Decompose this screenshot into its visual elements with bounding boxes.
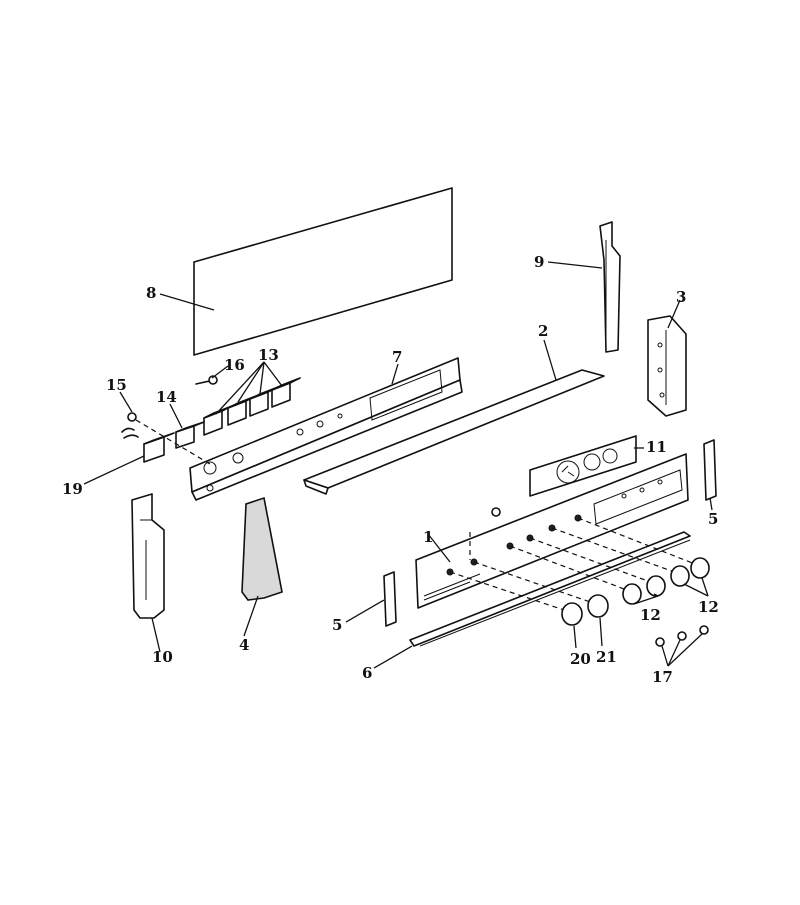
part-4-insulation <box>241 496 283 601</box>
callout-1: 1 <box>423 528 433 546</box>
part-3-end-bracket <box>647 315 687 417</box>
callout-6: 6 <box>362 664 372 682</box>
callout-13: 13 <box>258 346 279 364</box>
part-17-clips <box>655 625 709 647</box>
callout-14: 14 <box>156 388 177 406</box>
screw <box>469 507 501 560</box>
callout-10: 10 <box>152 648 173 666</box>
callout-12-left: 12 <box>640 606 661 624</box>
callout-7: 7 <box>392 348 402 366</box>
part-21-knob <box>587 594 609 618</box>
callout-5-right: 5 <box>708 510 718 528</box>
part-19-block <box>143 432 175 463</box>
callout-20: 20 <box>570 650 591 668</box>
part-1-control-panel <box>415 453 689 609</box>
callout-9: 9 <box>534 253 544 271</box>
part-13-switches <box>203 377 301 436</box>
part-14-block <box>175 421 205 449</box>
part-12-knobs <box>622 557 710 605</box>
part-10-left-bracket <box>131 493 165 619</box>
part-6-trim-strip <box>409 531 691 647</box>
part-16-screw <box>195 375 218 385</box>
part-7-control-bracket <box>189 357 463 501</box>
part-9-right-bracket <box>599 221 621 353</box>
part-11-display <box>529 435 637 497</box>
leader-lines <box>83 261 713 669</box>
callout-17: 17 <box>652 668 673 686</box>
part-8-rear-panel <box>193 187 453 356</box>
part-20-knob <box>561 602 583 626</box>
part-5-right-post <box>703 439 717 501</box>
callout-3: 3 <box>676 288 686 306</box>
callout-labels: 1 2 3 4 5 5 6 7 8 9 10 11 12 12 13 14 15… <box>62 253 719 686</box>
callout-2: 2 <box>538 322 548 340</box>
callout-21: 21 <box>596 648 617 666</box>
callout-4: 4 <box>239 636 249 654</box>
callout-12-right: 12 <box>698 598 719 616</box>
part-5-left-post <box>383 571 397 627</box>
callout-8: 8 <box>146 284 156 302</box>
callout-15: 15 <box>106 376 127 394</box>
part-2-shelf <box>303 369 605 495</box>
callout-11: 11 <box>646 438 667 456</box>
part-15-clip <box>121 412 139 439</box>
callout-19: 19 <box>62 480 83 498</box>
callout-5-left: 5 <box>332 616 342 634</box>
callout-16: 16 <box>224 356 245 374</box>
